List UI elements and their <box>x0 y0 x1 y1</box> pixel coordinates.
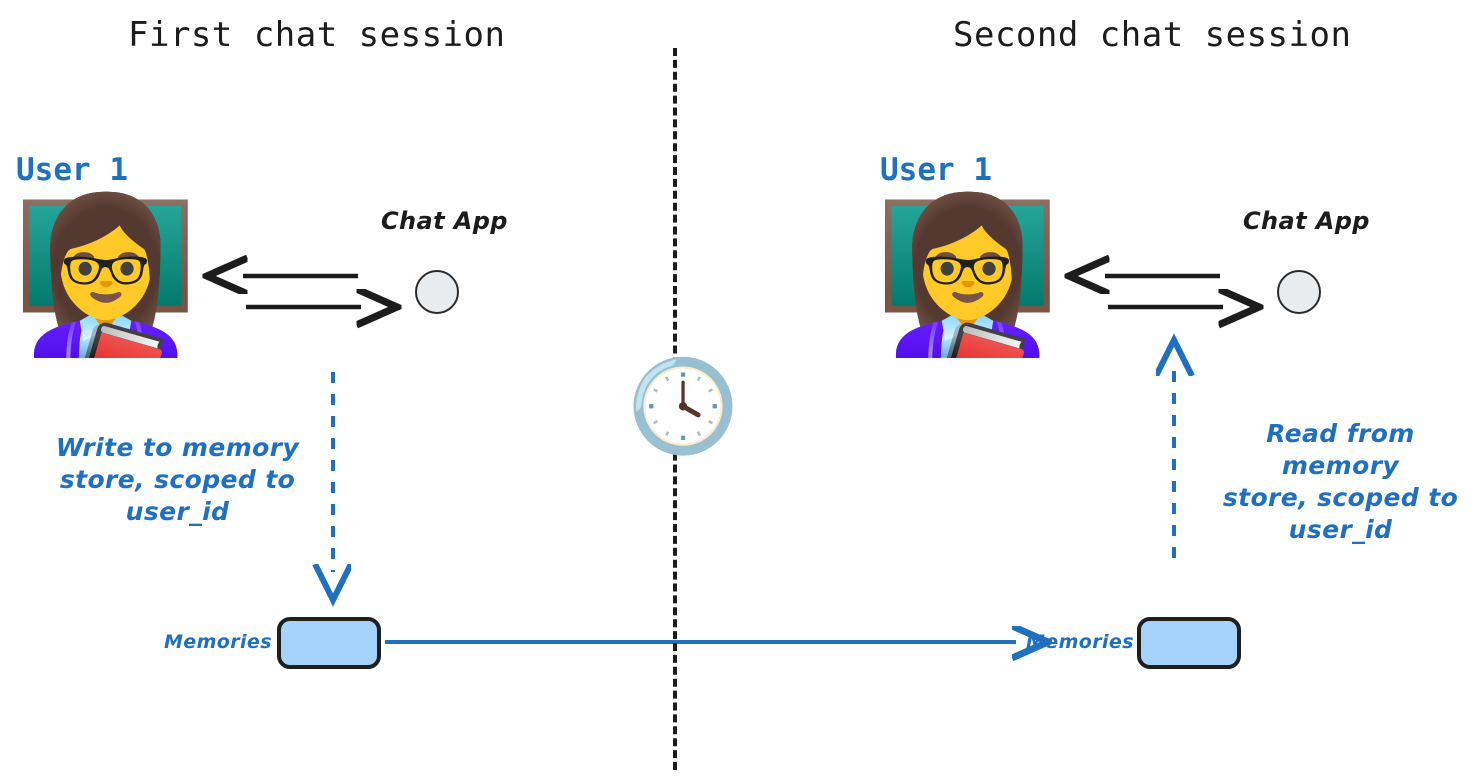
second-session-memory-store[interactable] <box>1137 617 1241 669</box>
write-to-memory-note: Write to memory store, scoped to user_id <box>55 433 300 526</box>
second-session-chat-app-node[interactable] <box>1277 270 1321 314</box>
right-user-to-app-arrows <box>1105 276 1223 307</box>
second-session-chat-app-label: Chat App <box>1243 207 1370 235</box>
second-session-title: Second chat session <box>953 15 1352 55</box>
first-session-memory-store[interactable] <box>277 617 381 669</box>
first-session-chat-app-label: Chat App <box>381 207 508 235</box>
woman-teacher-icon: 👩‍🏫 <box>12 191 199 359</box>
left-user-to-app-arrows <box>243 276 361 307</box>
first-session-title: First chat session <box>128 15 506 55</box>
woman-teacher-icon-2: 👩‍🏫 <box>874 191 1061 359</box>
first-session-chat-app-node[interactable] <box>415 270 459 314</box>
second-session-user-label: User 1 <box>880 152 992 188</box>
first-session-memories-label: Memories <box>164 631 272 653</box>
second-session-memories-label: Memories <box>1026 631 1134 653</box>
clock-icon: 🕓 <box>627 357 740 457</box>
read-from-memory-note: Read from memory store, scoped to user_i… <box>1222 419 1459 544</box>
first-session-user-label: User 1 <box>16 152 128 188</box>
session-divider-line <box>673 48 677 770</box>
